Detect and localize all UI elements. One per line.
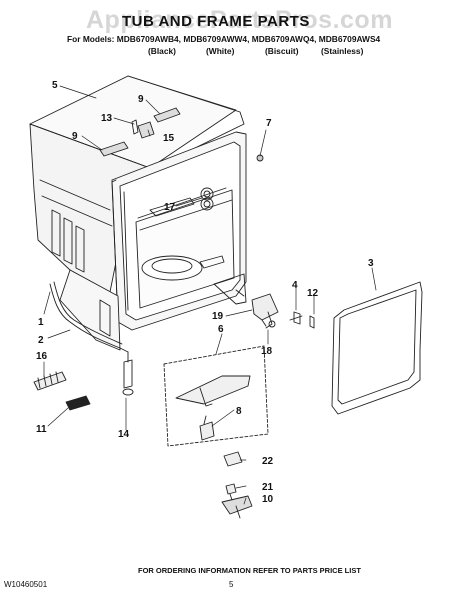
ordering-note: FOR ORDERING INFORMATION REFER TO PARTS … bbox=[138, 566, 361, 575]
callout-3: 3 bbox=[368, 258, 374, 269]
callout-14: 14 bbox=[118, 429, 130, 440]
callout-21: 21 bbox=[262, 482, 274, 493]
bottom-parts bbox=[221, 451, 253, 519]
color-biscuit: (Biscuit) bbox=[265, 46, 299, 56]
leader-lines bbox=[43, 85, 377, 505]
door-gasket bbox=[331, 281, 423, 415]
diagram-title: TUB AND FRAME PARTS bbox=[122, 13, 310, 30]
callout-19: 19 bbox=[212, 311, 224, 322]
model-list: For Models: MDB6709AWB4, MDB6709AWW4, MD… bbox=[67, 34, 381, 44]
callout-6: 6 bbox=[218, 324, 224, 335]
callout-9-left: 9 bbox=[72, 131, 78, 142]
callout-2: 2 bbox=[38, 335, 44, 346]
callout-9-top: 9 bbox=[138, 94, 144, 105]
callout-5: 5 bbox=[52, 80, 58, 91]
callout-15: 15 bbox=[163, 133, 175, 144]
watermark: AppliancePartsPros.com bbox=[86, 6, 393, 34]
callout-12: 12 bbox=[307, 288, 319, 299]
hinge-bracket bbox=[251, 293, 315, 329]
drain-hose bbox=[49, 281, 129, 353]
callout-16: 16 bbox=[36, 351, 48, 362]
callout-8: 8 bbox=[236, 406, 242, 417]
callout-labels: 5 9 13 15 9 7 17 3 4 12 19 6 18 1 2 16 1… bbox=[36, 80, 374, 505]
lower-parts bbox=[33, 351, 134, 411]
color-white: (White) bbox=[206, 46, 235, 56]
callout-13: 13 bbox=[101, 113, 113, 124]
small-brackets bbox=[99, 107, 264, 211]
color-black: (Black) bbox=[148, 46, 176, 56]
callout-11: 11 bbox=[36, 424, 47, 435]
spray-arm-box bbox=[163, 345, 269, 447]
callout-7: 7 bbox=[266, 118, 272, 129]
callout-4: 4 bbox=[292, 280, 298, 291]
callout-17: 17 bbox=[164, 202, 176, 213]
color-stainless: (Stainless) bbox=[321, 46, 364, 56]
callout-10: 10 bbox=[262, 494, 274, 505]
document-number: W10460501 bbox=[4, 580, 48, 589]
callout-18: 18 bbox=[261, 346, 273, 357]
tub-assembly bbox=[29, 75, 247, 351]
callout-1: 1 bbox=[38, 317, 44, 328]
page-number: 5 bbox=[229, 580, 234, 589]
callout-22: 22 bbox=[262, 456, 274, 467]
